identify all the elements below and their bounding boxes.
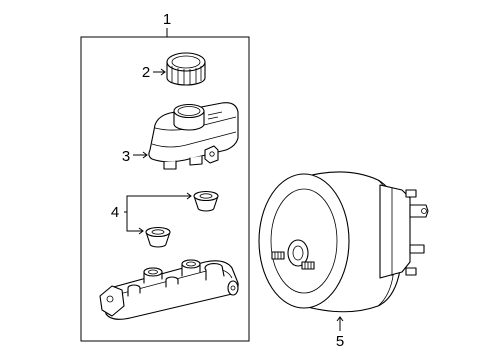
callout-5-arrow [336, 316, 344, 322]
brake-booster [258, 171, 429, 313]
assembly-group: 1 [80, 11, 250, 342]
callout-4-arrow-lower [138, 227, 144, 235]
grommet-lower [145, 226, 171, 248]
assembly-frame [80, 36, 250, 342]
master-cylinder [99, 259, 239, 320]
callout-2-label: 2 [142, 64, 150, 81]
brake-booster-group: 5 [258, 171, 429, 350]
callout-4-leader-lower [126, 212, 143, 232]
callout-4-arrow-upper [186, 192, 192, 200]
reservoir-cap-group: 2 [142, 52, 206, 86]
grommet-upper [193, 190, 219, 212]
reservoir [148, 102, 239, 170]
reservoir-group: 3 [122, 102, 239, 170]
reservoir-cap [166, 52, 206, 86]
callout-3-label: 3 [122, 148, 130, 165]
callout-2-arrow [160, 68, 166, 76]
callout-4-leader-upper [124, 195, 191, 213]
callout-3-arrow [142, 151, 148, 159]
grommets-group: 4 [111, 190, 219, 248]
callout-4-label: 4 [111, 204, 119, 221]
callout-1-label: 1 [163, 11, 171, 28]
callout-5-label: 5 [336, 333, 344, 350]
